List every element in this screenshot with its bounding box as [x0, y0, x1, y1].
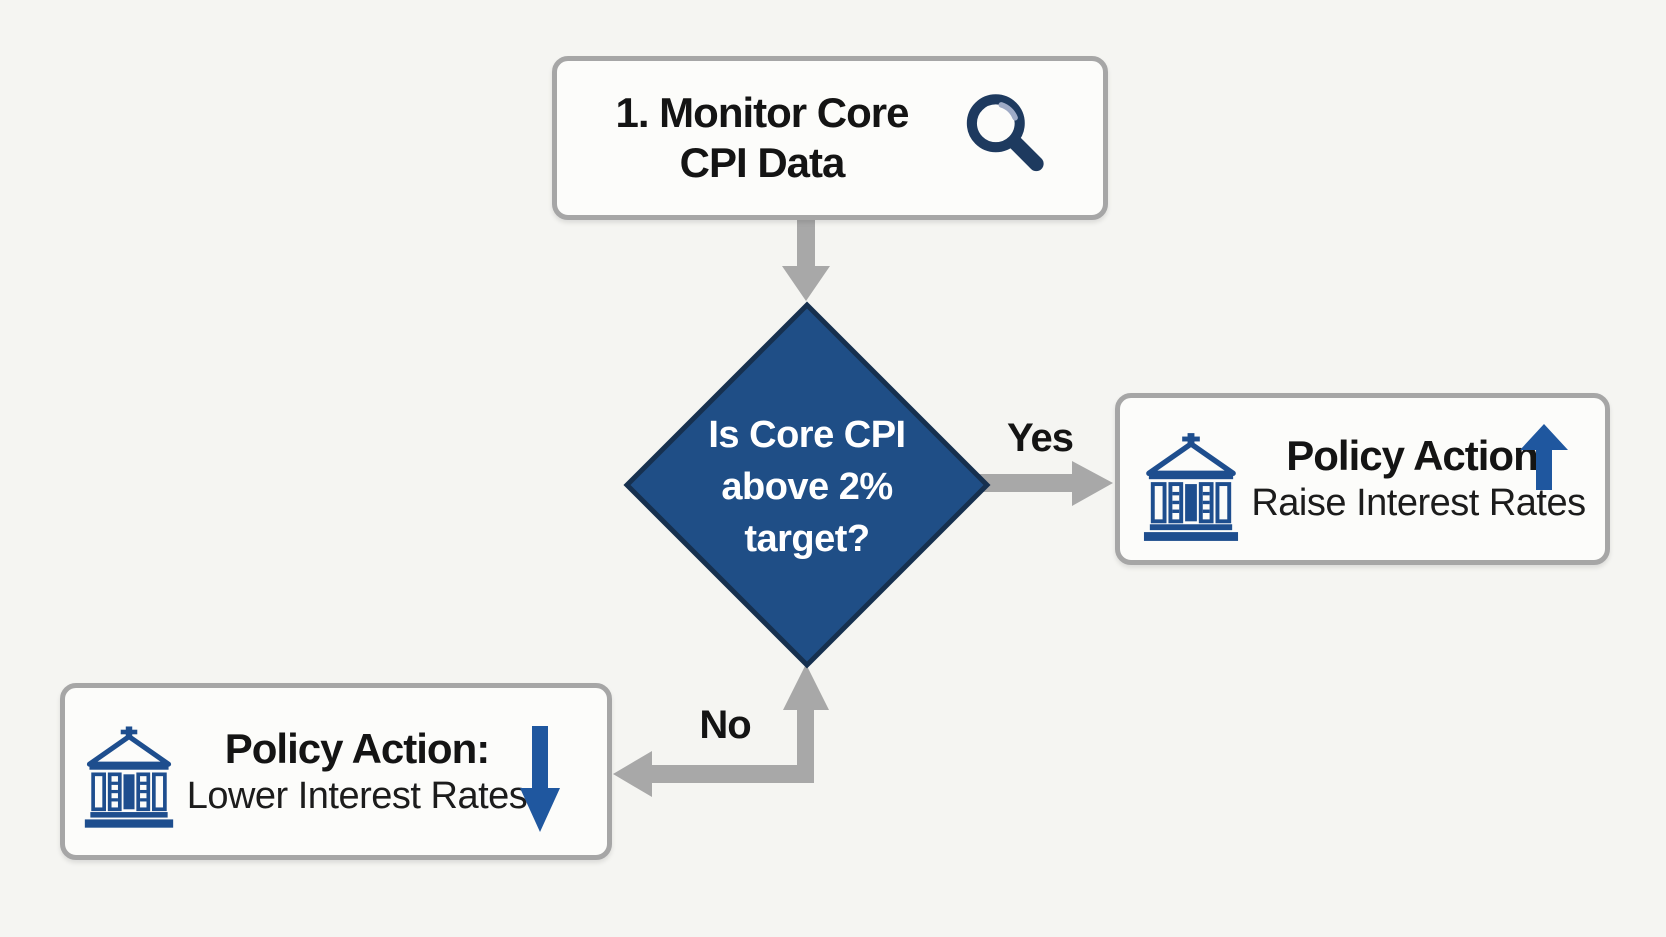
decision-diamond-label: Is Core CPI above 2% target?: [637, 409, 977, 565]
monitor-to-decision-arrow: [782, 212, 830, 301]
monitor-cpi-node: 1. Monitor Core CPI Data: [552, 56, 1108, 220]
no-elbow-arrow: [613, 664, 829, 797]
decision-diamond: [623, 301, 991, 669]
no-edge-label: No: [699, 703, 751, 747]
lower-rates-label: Policy Action: Lower Interest Rates: [173, 725, 541, 819]
decision-line3: target?: [744, 518, 870, 560]
decision-line2: above 2%: [721, 466, 893, 508]
magnifier-icon: [966, 94, 1044, 172]
bank-icon: [1143, 433, 1239, 541]
bank-icon: [84, 726, 174, 828]
arrow-down-icon: [520, 726, 560, 832]
yes-edge-label: Yes: [1007, 416, 1074, 460]
monitor-cpi-line2: CPI Data: [679, 139, 846, 186]
arrow-up-icon: [1520, 424, 1568, 490]
raise-rates-subtitle: Raise Interest Rates: [1251, 482, 1586, 524]
decision-line1: Is Core CPI: [708, 414, 906, 456]
lower-rates-title: Policy Action:: [224, 724, 490, 772]
yes-arrow: [975, 461, 1113, 506]
raise-rates-label: Policy Action: Raise Interest Rates: [1242, 432, 1595, 526]
lower-rates-node: Policy Action: Lower Interest Rates: [60, 683, 612, 860]
lower-rates-subtitle: Lower Interest Rates: [186, 774, 528, 817]
raise-rates-node: Policy Action: Raise Interest Rates: [1115, 393, 1610, 565]
monitor-cpi-line1: 1. Monitor Core: [615, 89, 909, 136]
monitor-cpi-label: 1. Monitor Core CPI Data: [567, 88, 957, 188]
raise-rates-title: Policy Action:: [1286, 432, 1551, 479]
